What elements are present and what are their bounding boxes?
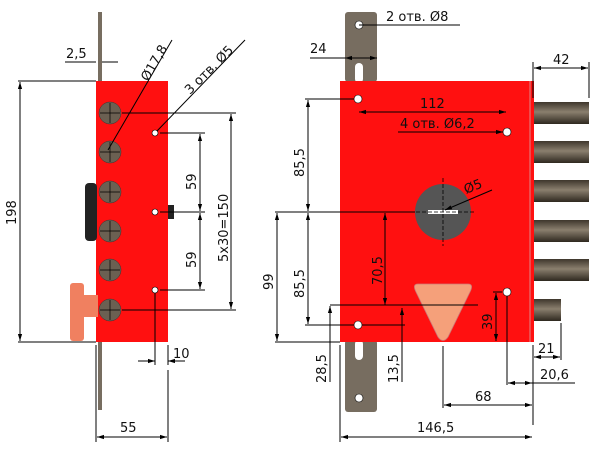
dim-total-width: 146,5 [417, 421, 454, 436]
note-mount-holes: 4 отв. Ø6,2 [400, 117, 475, 132]
dim-small-bolt: 21 [538, 342, 555, 357]
faceplate-top [345, 12, 377, 82]
latch-triangle [414, 283, 472, 341]
dim-bottom-offset: 28,5 [315, 354, 330, 383]
dim-bolt-diameter: Ø17,8 [138, 43, 171, 84]
handle [70, 283, 98, 341]
side-mount-holes [151, 129, 159, 294]
dim-key-height: 99 [262, 273, 277, 290]
dim-key-to-latch: 70,5 [371, 256, 386, 285]
dim-spacing-lower: 59 [185, 251, 200, 268]
dim-upper-dist: 85,5 [293, 148, 308, 177]
dim-bolt-pitch: 5x30=150 [217, 194, 232, 262]
note-side-holes: 3 отв. Ø5 [182, 43, 237, 98]
dim-strip-thickness: 2,5 [66, 47, 87, 62]
front-mount-holes [353, 94, 512, 330]
dim-hole-offset: 10 [173, 347, 190, 362]
dim-latch-height: 39 [481, 313, 496, 330]
note-strip-holes: 2 отв. Ø8 [386, 10, 448, 25]
front-view: 2 отв. Ø8 24 42 112 4 отв. Ø6,2 Ø5 85,5 … [262, 10, 590, 442]
cylinder-knob [85, 183, 97, 241]
dim-strip-width: 24 [310, 42, 327, 57]
dim-bolt-length: 42 [553, 53, 570, 68]
dim-latch-offset: 13,5 [387, 354, 402, 383]
dim-spacing-upper: 59 [185, 173, 200, 190]
dim-height: 198 [5, 200, 20, 225]
faceplate-bottom [345, 340, 377, 412]
side-view: 2,5 Ø17,8 3 отв. Ø5 198 59 59 5x30=150 1… [5, 12, 246, 442]
dim-key-to-edge: 68 [475, 390, 492, 405]
bolts [533, 102, 589, 321]
dim-lower-dist: 85,5 [293, 269, 308, 298]
dim-width: 55 [120, 421, 137, 436]
dim-mount-spacing: 112 [420, 97, 445, 112]
dim-key-diameter: Ø5 [462, 177, 485, 198]
dim-hole-to-edge: 20,6 [540, 368, 569, 383]
